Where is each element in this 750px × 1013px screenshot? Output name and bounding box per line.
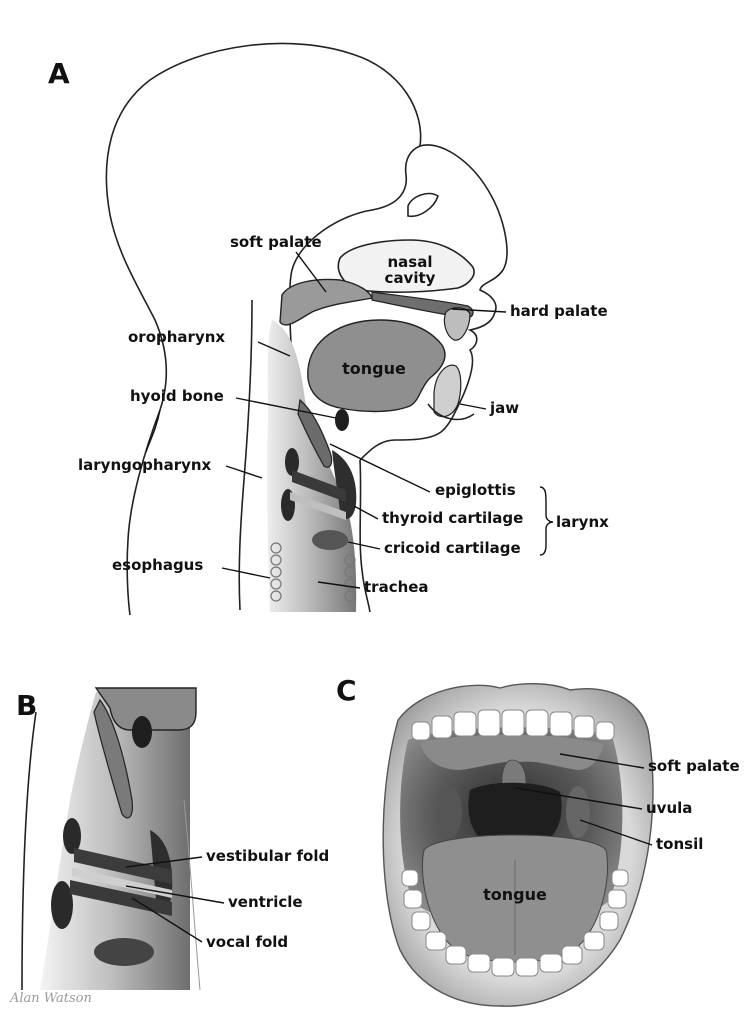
- label-laryngopharynx: laryngopharynx: [78, 456, 212, 474]
- cricoid-cartilage-shape: [312, 530, 348, 550]
- leader-thyroid-cartilage: [354, 506, 378, 519]
- label-oropharynx: oropharynx: [128, 328, 225, 346]
- label-soft-palate-a: soft palate: [230, 233, 322, 251]
- c-tonsil-left: [438, 786, 462, 838]
- neck-back-line: [239, 300, 252, 610]
- label-trachea: trachea: [364, 578, 429, 596]
- panel-c: C: [336, 674, 740, 1006]
- leader-jaw: [460, 404, 486, 409]
- label-larynx: larynx: [556, 513, 609, 531]
- label-tongue-a: tongue: [342, 359, 406, 378]
- b-left-line: [22, 712, 36, 990]
- c-tonsil-right: [566, 786, 590, 838]
- label-hard-palate: hard palate: [510, 302, 608, 320]
- label-uvula: uvula: [646, 799, 692, 817]
- soft-palate-shape: [280, 280, 372, 325]
- hyoid-bone-shape: [335, 409, 349, 431]
- label-hyoid-bone: hyoid bone: [130, 387, 224, 405]
- label-epiglottis: epiglottis: [435, 481, 516, 499]
- panel-b-label: B: [16, 689, 37, 722]
- b-hyoid: [132, 716, 152, 748]
- panel-c-label: C: [336, 674, 357, 707]
- label-soft-palate-c: soft palate: [648, 757, 740, 775]
- label-thyroid-cartilage: thyroid cartilage: [382, 509, 523, 527]
- label-jaw: jaw: [489, 399, 519, 417]
- label-esophagus: esophagus: [112, 556, 203, 574]
- eye: [408, 194, 438, 217]
- b-cricoid: [94, 938, 154, 966]
- panel-b: B vestibular fold ventricle vocal fold A…: [9, 688, 329, 1006]
- label-tongue-c: tongue: [483, 885, 547, 904]
- artist-signature: Alan Watson: [9, 991, 92, 1006]
- leader-esophagus: [222, 568, 270, 578]
- panel-a: A: [48, 43, 609, 615]
- larynx-brace: [540, 487, 553, 555]
- upper-tooth: [444, 308, 470, 340]
- label-vocal-fold: vocal fold: [206, 933, 288, 951]
- panel-a-label: A: [48, 57, 70, 90]
- label-cavity: cavity: [385, 269, 436, 287]
- label-ventricle: ventricle: [228, 893, 303, 911]
- b-arytenoid-lower: [51, 881, 73, 929]
- label-tonsil: tonsil: [656, 835, 703, 853]
- label-vestibular-fold: vestibular fold: [206, 847, 329, 865]
- b-arytenoid-upper: [63, 818, 81, 854]
- label-cricoid-cartilage: cricoid cartilage: [384, 539, 521, 557]
